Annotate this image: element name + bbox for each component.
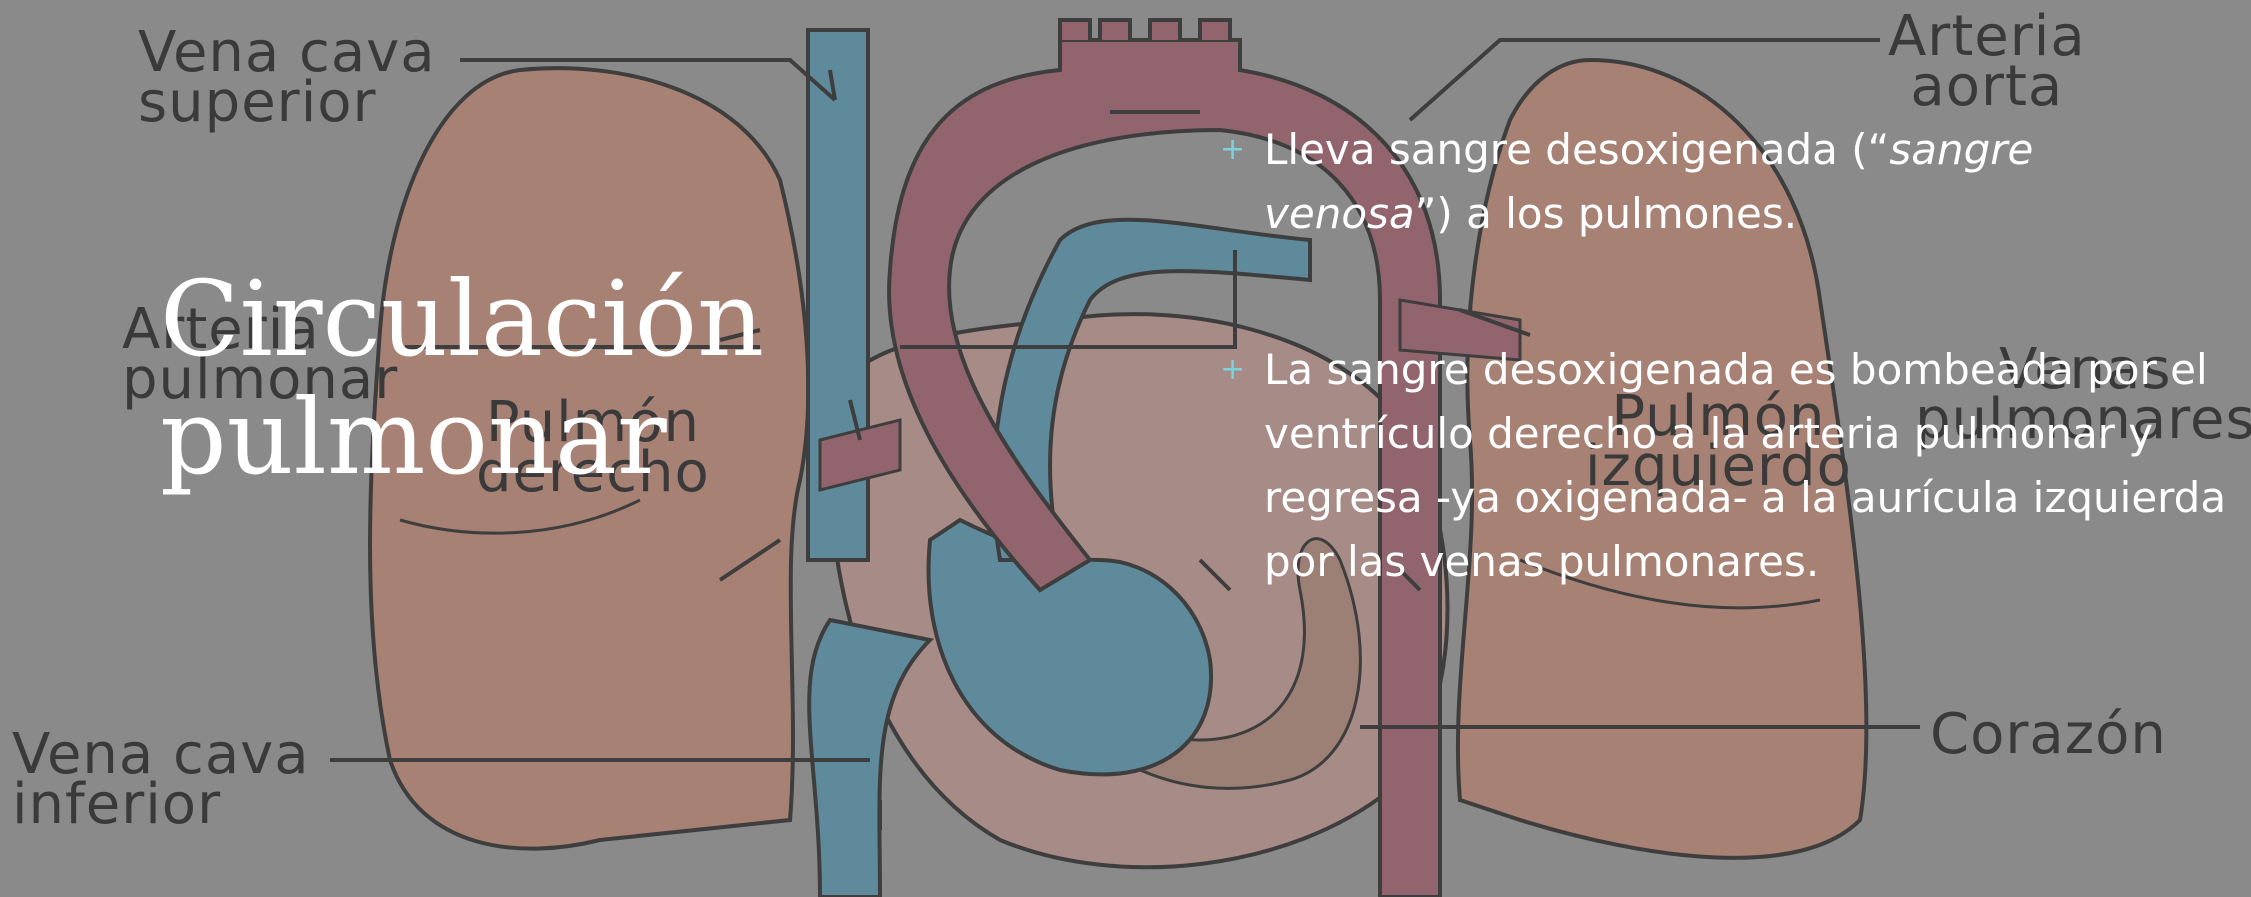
bullet-plus-icon: + [1220, 118, 1245, 182]
label-arteria-aorta-line2: aorta [1888, 62, 2086, 112]
slide-title: Circulación pulmonar [160, 260, 860, 496]
bullet-2-text: La sangre desoxigenada es bombeada por e… [1264, 345, 2226, 586]
bullet-plus-icon: + [1220, 338, 1245, 402]
bullet-1-text-pre: Lleva sangre desoxigenada (“ [1264, 125, 1889, 174]
label-arteria-aorta: Arteria aorta [1888, 12, 2086, 112]
bullet-1-text-post: ”) a los pulmones. [1415, 189, 1797, 238]
label-vena-cava-superior-line2: superior [138, 78, 436, 128]
bullet-item-2: + La sangre desoxigenada es bombeada por… [1220, 338, 2230, 594]
label-vena-cava-inferior-line2: inferior [12, 780, 310, 830]
bullet-item-1: + Lleva sangre desoxigenada (“sangre ven… [1220, 118, 2230, 246]
label-corazon: Corazón [1930, 710, 2167, 760]
label-vena-cava-inferior: Vena cava inferior [12, 730, 310, 830]
bullet-list: + Lleva sangre desoxigenada (“sangre ven… [1220, 118, 2230, 686]
label-vena-cava-superior: Vena cava superior [138, 28, 436, 128]
aortic-branches [1060, 20, 1230, 40]
